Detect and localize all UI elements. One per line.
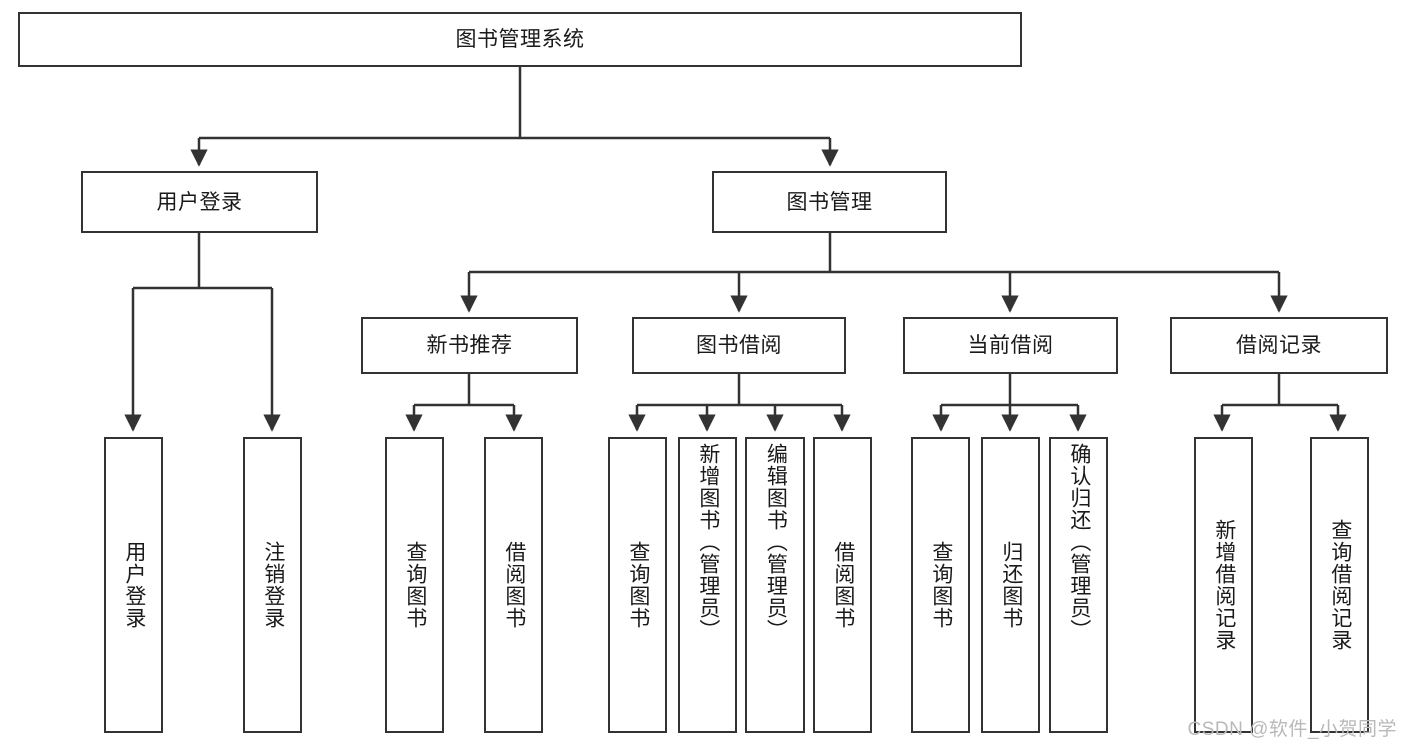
node-leaf-borrow-book-label: 借阅图书: [831, 541, 855, 629]
node-leaf-borrow-book-recommend-label: 借阅图书: [502, 541, 526, 629]
node-leaf-add-book-admin[interactable]: 新增图书（管理员）: [678, 437, 737, 733]
node-leaf-edit-book-admin[interactable]: 编辑图书（管理员）: [745, 437, 805, 733]
node-root-book-management-system[interactable]: 图书管理系统: [18, 12, 1022, 67]
node-book-management-label: 图书管理: [786, 190, 873, 214]
node-leaf-borrow-book[interactable]: 借阅图书: [813, 437, 872, 733]
node-user-login-label: 用户登录: [156, 190, 243, 214]
node-book-borrow-label: 图书借阅: [696, 334, 782, 357]
csdn-watermark: CSDN @软件_小贺同学: [1187, 719, 1397, 740]
node-leaf-add-book-admin-label: 新增图书（管理员）: [696, 443, 720, 641]
node-leaf-borrow-book-recommend[interactable]: 借阅图书: [484, 437, 543, 733]
node-user-login[interactable]: 用户登录: [81, 171, 318, 233]
node-leaf-query-book-current-label: 查询图书: [929, 541, 953, 629]
node-root-label: 图书管理系统: [455, 28, 585, 51]
node-leaf-confirm-return-admin[interactable]: 确认归还（管理员）: [1049, 437, 1108, 733]
node-leaf-query-book-recommend-label: 查询图书: [403, 541, 427, 629]
node-new-book-recommend[interactable]: 新书推荐: [361, 317, 578, 374]
node-leaf-query-borrow-record-label: 查询借阅记录: [1328, 519, 1352, 651]
node-leaf-logout-label: 注销登录: [261, 541, 285, 629]
node-leaf-query-book-recommend[interactable]: 查询图书: [385, 437, 444, 733]
node-leaf-user-login-label: 用户登录: [122, 541, 146, 629]
node-new-book-recommend-label: 新书推荐: [426, 334, 513, 357]
node-leaf-add-borrow-record-label: 新增借阅记录: [1212, 519, 1236, 651]
node-leaf-add-borrow-record[interactable]: 新增借阅记录: [1194, 437, 1253, 733]
node-leaf-user-login[interactable]: 用户登录: [104, 437, 163, 733]
node-book-borrow[interactable]: 图书借阅: [632, 317, 846, 374]
node-current-borrow-label: 当前借阅: [967, 334, 1054, 357]
node-current-borrow[interactable]: 当前借阅: [903, 317, 1118, 374]
node-borrow-record-label: 借阅记录: [1236, 334, 1322, 357]
node-leaf-edit-book-admin-label: 编辑图书（管理员）: [764, 443, 788, 641]
node-leaf-query-book-current[interactable]: 查询图书: [911, 437, 970, 733]
node-leaf-return-book-label: 归还图书: [999, 541, 1023, 629]
node-leaf-query-book-borrow[interactable]: 查询图书: [608, 437, 667, 733]
node-book-management[interactable]: 图书管理: [712, 171, 947, 233]
node-leaf-confirm-return-admin-label: 确认归还（管理员）: [1067, 443, 1091, 641]
node-leaf-return-book[interactable]: 归还图书: [981, 437, 1040, 733]
node-leaf-logout[interactable]: 注销登录: [243, 437, 302, 733]
node-leaf-query-borrow-record[interactable]: 查询借阅记录: [1310, 437, 1369, 733]
node-leaf-query-book-borrow-label: 查询图书: [626, 541, 650, 629]
node-borrow-record[interactable]: 借阅记录: [1170, 317, 1388, 374]
